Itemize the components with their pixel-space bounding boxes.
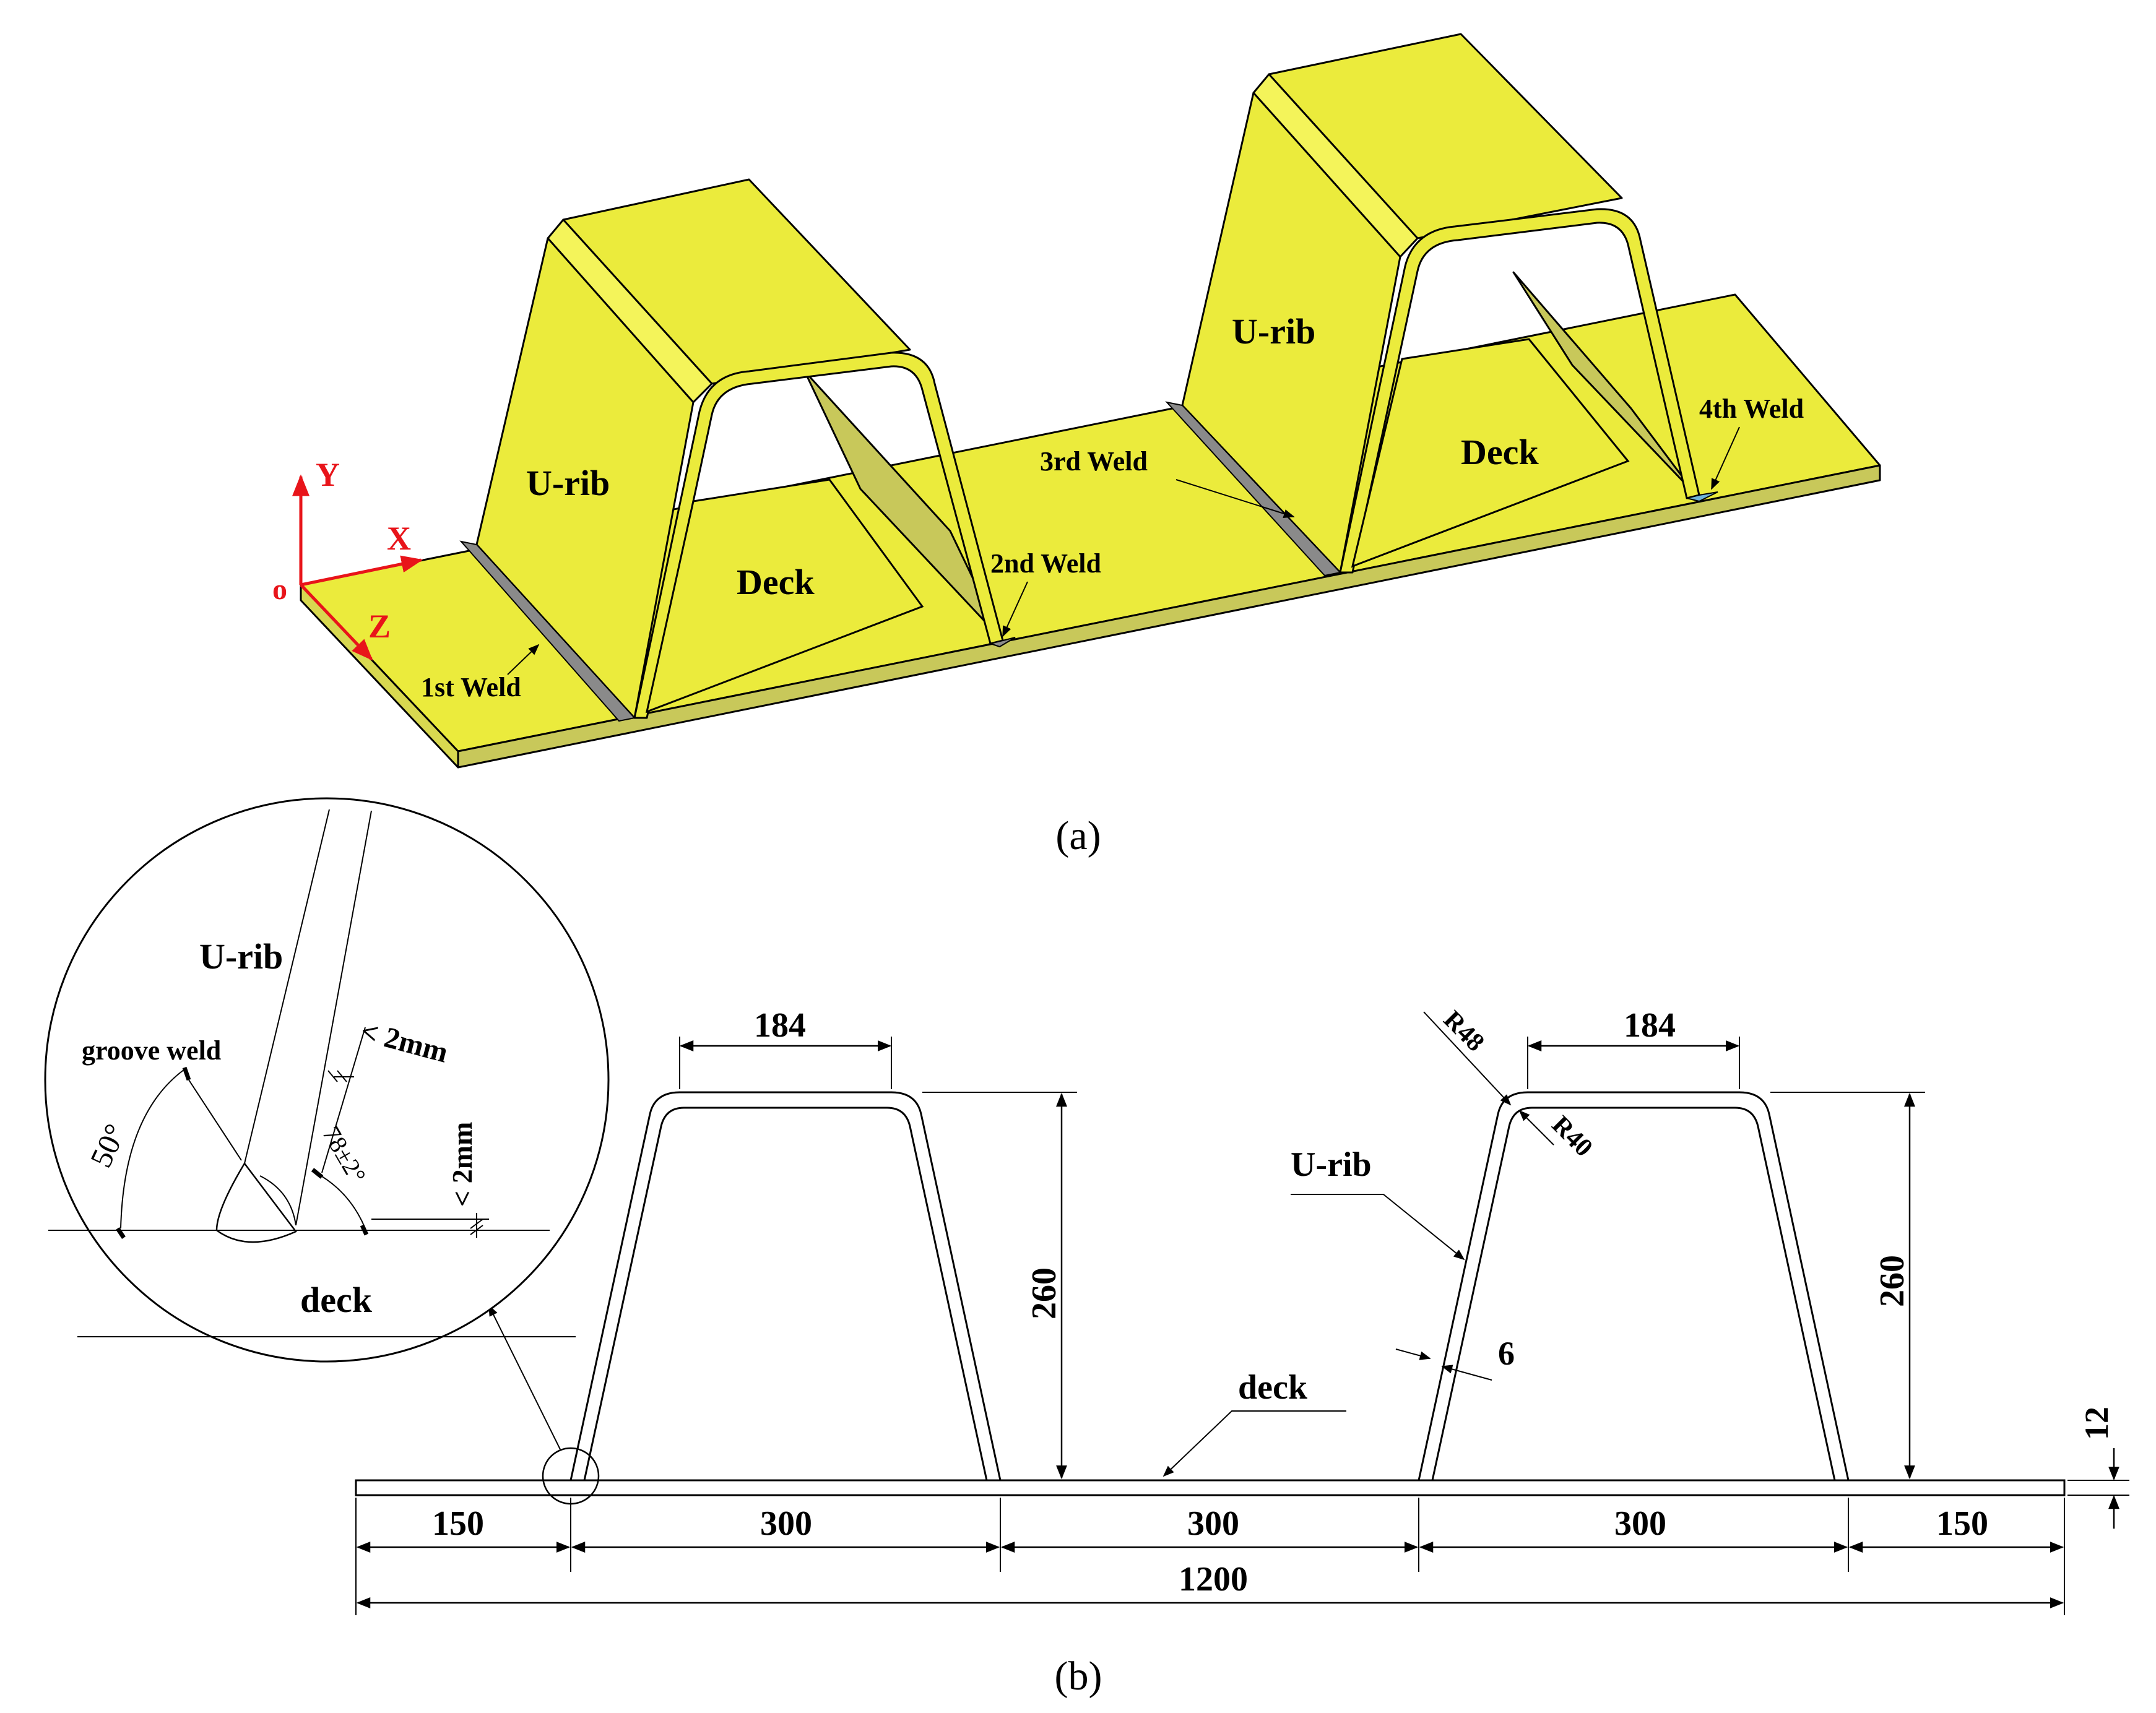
detail-urib-line-2 [295,810,372,1226]
dim-300-1: 300 [760,1504,812,1543]
detail-label-deck: deck [300,1280,373,1320]
weld-4 [1686,491,1718,503]
caption-a: (a) [1055,813,1101,858]
detail-leader [488,1305,561,1450]
detail-groove-weld [215,1162,297,1243]
leader-r40 [1518,1110,1554,1146]
leader-deck [1162,1410,1346,1477]
leader-r48 [1423,1011,1512,1106]
label-weld-4: 4th Weld [1699,394,1804,424]
label-u-rib-right: U-rib [1232,311,1315,352]
u-rib-right-profile [1339,208,1700,574]
dim-height-left: 260 [922,1092,1077,1480]
dim-1200: 1200 [1179,1560,1248,1599]
label-u-rib-section: U-rib [1291,1146,1372,1184]
leader-weld-4 [1711,426,1740,490]
label-weld-1: 1st Weld [421,672,521,702]
dim-12: 12 [2078,1407,2115,1440]
caption-b: (b) [1055,1654,1102,1699]
leader-weld-3 [1175,479,1295,518]
dim-260-left: 260 [1025,1267,1063,1319]
u-rib-right-inner-deck [1351,338,1630,568]
deck-section [355,1479,2066,1496]
dim-height-right: 260 [1770,1092,1925,1480]
label-deck-section: deck [1238,1368,1308,1407]
dim-150-left: 150 [432,1504,484,1543]
leader-u-rib [1291,1194,1465,1261]
axis-y-label: Y [316,456,340,493]
dim-thick-arrow-right [1441,1365,1492,1381]
axis-z-label: Z [368,608,391,645]
dim-r40: R40 [1546,1111,1598,1163]
u-rib-left-profile [633,352,1004,719]
axis-origin-label: o [272,573,287,606]
u-rib-left-inner-deck [645,478,924,714]
panel-b-section: 184 184 260 260 R48 R40 U-rib 6 [44,797,2129,1615]
detail-urib-line-1 [244,809,330,1164]
u-rib-left-3d [459,178,1016,722]
u-rib-right-section [1418,1091,1850,1481]
label-weld-2: 2nd Weld [990,548,1101,579]
dim-184-right: 184 [1624,1006,1676,1045]
dim-top-left: 184 [679,1006,892,1089]
dim-thick-arrow-left [1395,1348,1431,1360]
weld-1 [459,540,636,722]
leader-weld-1 [507,644,540,675]
label-u-rib-left: U-rib [526,463,610,503]
detail-gap-2: < 2mm [446,1122,478,1207]
u-rib-right-3d [1165,33,1718,577]
label-deck-right: Deck [1461,432,1539,472]
dim-300-3: 300 [1614,1504,1666,1543]
detail-marker-circle [542,1447,600,1505]
z-axis-arrow [300,584,373,661]
dim-300-2: 300 [1187,1504,1239,1543]
x-axis-arrow [300,555,423,587]
detail-label-groove-weld: groove weld [82,1035,221,1066]
u-rib-left-section [569,1091,1002,1481]
dim-150-right: 150 [1936,1504,1988,1543]
dim-6: 6 [1498,1335,1515,1372]
weld-3 [1165,401,1341,577]
leader-weld-2 [1002,581,1028,637]
dim-bottom-chain: 150 300 300 300 150 1200 [355,1498,2065,1615]
deck-plate-side-edge [300,584,459,769]
weld-detail-circle: 50° 78±2° < 2mm < 2mm U-rib groove weld … [44,797,610,1363]
weld-2 [988,637,1016,648]
axis-x-label: X [387,520,411,557]
detail-label-u-rib: U-rib [199,936,283,977]
panel-a-3d-model: U-rib Deck U-rib Deck 1st Weld 2nd Weld … [272,33,1881,769]
dim-184-left: 184 [754,1006,806,1045]
label-weld-3: 3rd Weld [1040,446,1148,477]
label-deck-left: Deck [737,562,815,602]
dim-r48: R48 [1438,1006,1490,1058]
dim-top-right: 184 [1527,1006,1740,1089]
coordinate-axes: o Y X Z [272,456,423,661]
dim-260-right: 260 [1873,1255,1911,1307]
